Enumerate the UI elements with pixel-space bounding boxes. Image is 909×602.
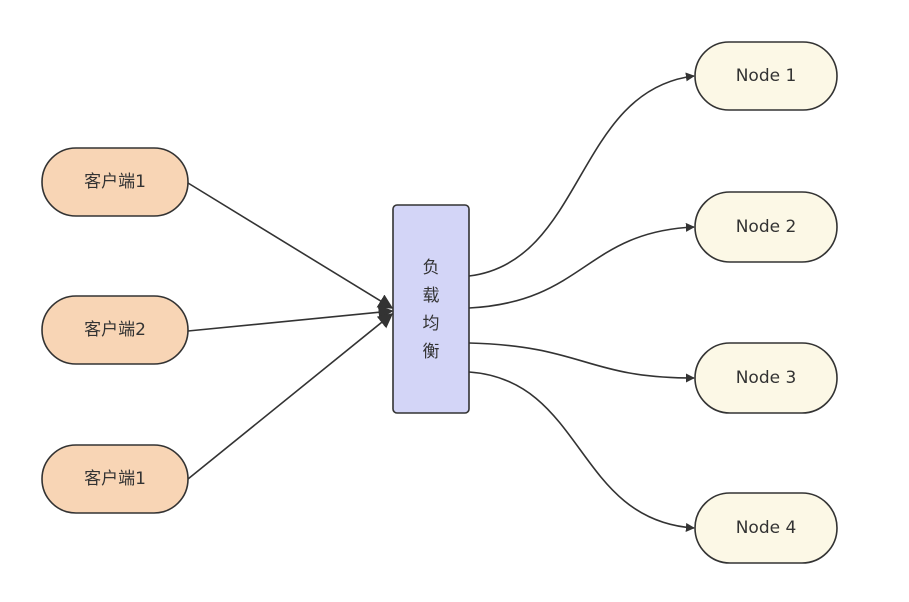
load-balancer-node: 负 载 均 衡 [392,204,470,414]
server-node-3: Node 3 [694,342,838,414]
edge-client-3-to-lb [187,313,394,480]
client-node-2: 客户端2 [41,295,189,365]
edge-client-2-to-lb [187,304,394,332]
edge-lb-to-node-4 [468,371,695,532]
server-node-4-label: Node 4 [736,518,797,538]
server-node-1: Node 1 [694,41,838,111]
load-balancer-char-3: 均 [423,314,440,334]
edge-client-1-to-lb [187,182,394,309]
client-node-2-label: 客户端2 [84,320,146,340]
edge-lb-to-node-3 [468,342,695,383]
edge-lb-to-node-2 [468,222,695,309]
client-node-3-label: 客户端1 [84,469,146,489]
load-balancer-char-2: 载 [423,286,440,306]
load-balancer-char-4: 衡 [423,342,440,362]
client-node-1-label: 客户端1 [84,172,146,192]
client-edges [187,182,394,480]
server-node-3-label: Node 3 [736,368,797,388]
node-edges [468,72,695,532]
load-balancer-char-1: 负 [423,258,440,278]
client-node-3: 客户端1 [41,444,189,514]
server-node-1-label: Node 1 [736,66,797,86]
server-node-2-label: Node 2 [736,217,797,237]
client-node-1: 客户端1 [41,147,189,217]
server-node-2: Node 2 [694,191,838,263]
edge-lb-to-node-1 [468,72,695,277]
server-node-4: Node 4 [694,492,838,564]
